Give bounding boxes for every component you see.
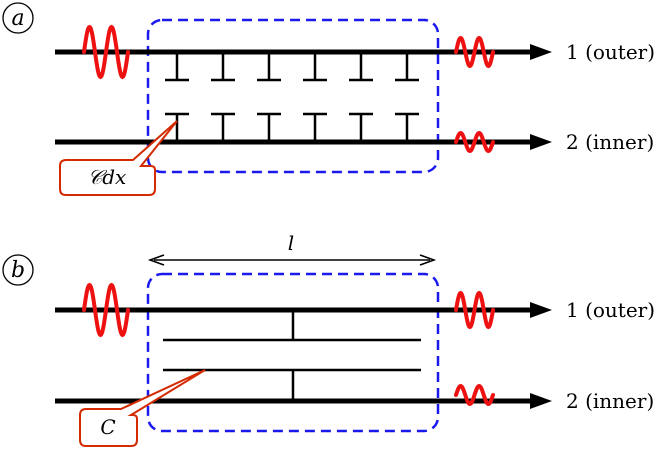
panel-b-line-1-arrowhead — [530, 302, 552, 318]
panel-b-line-2-label: 2 (inner) — [566, 389, 654, 413]
panel-a-capacitor — [303, 52, 327, 142]
panel-b-capacitance-callout: C — [79, 369, 206, 447]
panel-b: b l 1 (outer) 2 (inner) C — [2, 231, 655, 447]
panel-a-letter-circle — [2, 2, 34, 34]
panel-b-output-wave-1 — [454, 290, 495, 330]
panel-a-capacitor-array — [165, 52, 419, 142]
panel-a-output-wave-2 — [454, 130, 495, 154]
panel-b-length-label: l — [288, 231, 294, 255]
panel-a-capacitor — [211, 52, 235, 142]
panel-b-length-arrow-right — [419, 254, 437, 266]
panel-a-capacitor — [165, 52, 189, 142]
panel-b-line-2-arrowhead — [530, 393, 552, 409]
panel-a-line-1-label: 1 (outer) — [566, 40, 655, 64]
panel-a-capacitor — [257, 52, 281, 142]
panel-a-input-wave — [82, 24, 130, 80]
panel-a-callout-label: 𝒞dx — [88, 165, 127, 189]
panel-b-line-1-label: 1 (outer) — [566, 298, 655, 322]
panel-a-line-2-label: 2 (inner) — [566, 130, 654, 154]
panel-a-capacitor — [349, 52, 373, 142]
panel-b-callout-label: C — [100, 415, 115, 439]
panel-b-letter: b — [11, 258, 25, 283]
panel-a-callout-bubble — [59, 120, 178, 196]
panel-b-length-arrow-left — [147, 254, 165, 266]
panel-a-line-1-arrowhead — [530, 44, 552, 60]
panel-b-coupling-box — [146, 272, 440, 433]
panel-b-letter-circle — [2, 254, 34, 286]
panel-a: a 1 (outer) 2 (inner) — [2, 2, 655, 196]
panel-a-letter: a — [11, 6, 24, 31]
panel-b-input-wave — [82, 282, 130, 338]
panel-b-lumped-capacitor — [163, 310, 421, 401]
panel-a-capacitor — [395, 52, 419, 142]
panel-b-output-wave-2 — [454, 383, 495, 407]
panel-a-capacitance-callout: 𝒞dx — [59, 120, 178, 196]
panel-a-output-wave-1 — [454, 35, 495, 69]
panel-a-line-2-arrowhead — [530, 134, 552, 150]
panel-b-callout-bubble — [79, 369, 206, 447]
panel-a-coupling-box — [146, 18, 440, 174]
